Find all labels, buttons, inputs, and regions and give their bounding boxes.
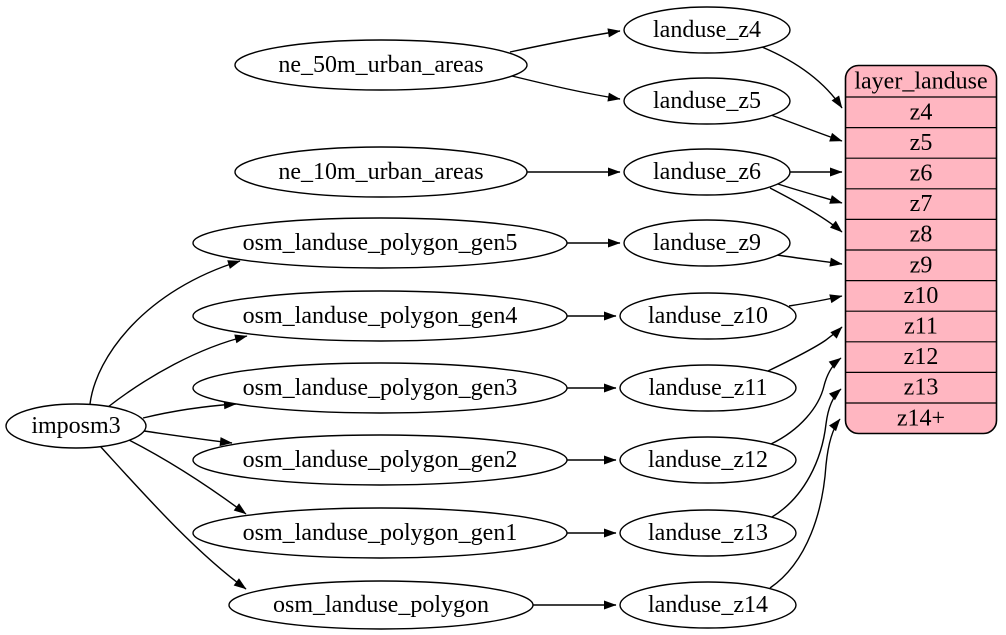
edge-imposm3-osm_landuse_polygon_gen4 [107,334,248,408]
node-landuse_z12: landuse_z12 [619,436,797,484]
node-label: landuse_z12 [648,447,768,473]
node-landuse_z10: landuse_z10 [619,292,797,340]
table-row-label: z11 [904,314,938,340]
table-layer_landuse: layer_landuse z4 z5 z6 z7 z8 z9 z10 z11 … [844,64,998,435]
node-label: osm_landuse_polygon [273,592,489,618]
table-row-label: z10 [904,283,939,309]
node-osm_landuse_polygon_gen5: osm_landuse_polygon_gen5 [192,217,568,269]
node-label: landuse_z13 [648,520,768,546]
edge-landuse_z6-row_z7 [777,183,843,204]
node-label: imposm3 [31,413,120,439]
node-ne_50m_urban_areas: ne_50m_urban_areas [234,39,528,91]
edge-ne_50m_urban_areas-landuse_z5 [511,75,621,102]
table-row-label: z8 [910,222,933,248]
table-row-label: z12 [904,344,939,370]
table-row-label: z13 [904,375,939,401]
node-label: landuse_z6 [653,159,761,185]
node-label: landuse_z14 [648,592,768,618]
table-row-label: z14+ [897,405,945,431]
node-landuse_z4: landuse_z4 [623,6,791,54]
node-label: landuse_z10 [648,303,768,329]
node-osm_landuse_polygon_gen4: osm_landuse_polygon_gen4 [192,290,568,342]
edge-landuse_z12-row_z12 [770,357,842,445]
node-label: osm_landuse_polygon_gen5 [243,230,518,256]
node-imposm3: imposm3 [5,403,147,449]
edge-landuse_z10-row_z10 [788,294,843,307]
edge-layer [89,28,843,610]
node-landuse_z5: landuse_z5 [623,77,791,125]
node-osm_landuse_polygon: osm_landuse_polygon [228,580,534,630]
node-landuse_z11: landuse_z11 [619,364,797,412]
node-osm_landuse_polygon_gen3: osm_landuse_polygon_gen3 [192,362,568,414]
node-label: osm_landuse_polygon_gen2 [243,447,518,473]
node-label: osm_landuse_polygon_gen4 [243,303,518,329]
table-row-label: z7 [910,191,933,217]
node-osm_landuse_polygon_gen1: osm_landuse_polygon_gen1 [192,507,568,559]
table-row-label: z6 [910,161,933,187]
table-row-label: z4 [910,99,933,125]
edge-landuse_z9-row_z9 [776,254,843,267]
node-label: landuse_z9 [653,230,761,256]
edge-ne_50m_urban_areas-landuse_z4 [509,28,621,53]
node-label: landuse_z11 [648,375,767,401]
table-row-label: z9 [910,252,933,278]
edge-imposm3-osm_landuse_polygon_gen5 [89,260,241,405]
node-landuse_z9: landuse_z9 [623,219,791,267]
edge-landuse_z11-row_z11 [767,326,843,372]
edge-imposm3-osm_landuse_polygon_gen3 [142,400,237,419]
node-label: ne_50m_urban_areas [278,52,483,78]
edge-imposm3-osm_landuse_polygon_gen2 [143,430,233,447]
edge-landuse_z6-row_z8 [769,187,843,233]
node-label: landuse_z5 [653,88,761,114]
node-landuse_z14: landuse_z14 [619,581,797,629]
node-label: ne_10m_urban_areas [278,159,483,185]
node-osm_landuse_polygon_gen2: osm_landuse_polygon_gen2 [192,434,568,486]
edge-landuse_z13-row_z13 [771,388,842,518]
node-label: landuse_z4 [653,17,761,43]
edge-imposm3-osm_landuse_polygon_gen1 [128,439,247,515]
node-landuse_z13: landuse_z13 [619,509,797,557]
node-label: osm_landuse_polygon_gen3 [243,375,518,401]
node-ne_10m_urban_areas: ne_10m_urban_areas [234,146,528,198]
table-title: layer_landuse [854,69,987,95]
node-landuse_z6: landuse_z6 [623,148,791,196]
node-label: osm_landuse_polygon_gen1 [243,520,518,546]
edge-landuse_z4-row_z4 [761,46,843,109]
table-row-label: z5 [910,130,933,156]
edge-imposm3-osm_landuse_polygon [99,445,247,590]
edge-landuse_z14-row_z14 [769,418,841,589]
node-layer: imposm3 ne_50m_urban_areas ne_10m_urban_… [5,6,797,630]
edge-landuse_z5-row_z5 [770,114,843,142]
